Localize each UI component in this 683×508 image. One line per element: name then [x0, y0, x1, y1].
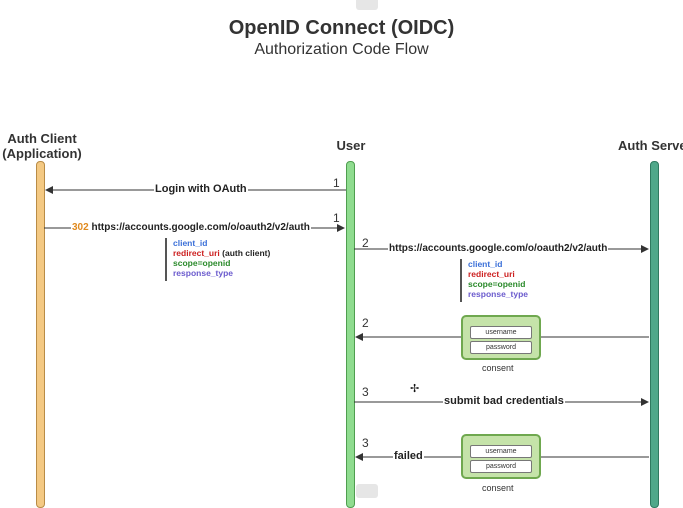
scroll-up-handle[interactable] — [356, 0, 378, 10]
param-client-id: client_id — [173, 238, 208, 248]
step-number-1a: 1 — [333, 176, 340, 190]
label-submit-bad-credentials: submit bad credentials — [443, 395, 565, 407]
status-302: 302 — [72, 222, 89, 233]
redirect-params: client_id redirect_uri (auth client) sco… — [165, 238, 270, 281]
step-number-3b: 3 — [362, 436, 369, 450]
password-field-2: password — [470, 460, 532, 473]
consent-caption-2: consent — [482, 483, 514, 493]
step-number-2b: 2 — [362, 316, 369, 330]
actor-auth-client-name: Auth Client — [7, 131, 77, 146]
actor-auth-client-role: (Application) — [2, 146, 82, 161]
username-field: username — [470, 326, 532, 339]
redirect-url: https://accounts.google.com/o/oauth2/v2/… — [91, 222, 310, 233]
diagram-title: OpenID Connect (OIDC) — [228, 17, 455, 39]
param-response-type: response_type — [173, 268, 233, 278]
param2-scope: scope=openid — [468, 279, 526, 289]
param2-response-type: response_type — [468, 289, 528, 299]
param2-redirect-uri: redirect_uri — [468, 269, 515, 279]
scroll-down-handle[interactable] — [356, 484, 378, 498]
step-number-2a: 2 — [362, 236, 369, 250]
login-form-consent-2: username password — [461, 434, 541, 479]
username-field-2: username — [470, 445, 532, 458]
login-form-consent: username password — [461, 315, 541, 360]
consent-caption: consent — [482, 363, 514, 373]
actor-auth-server: Auth Server — [618, 138, 683, 153]
param-redirect-uri-row: redirect_uri (auth client) — [173, 248, 270, 258]
cursor-move-icon: ✢ — [410, 383, 420, 395]
actor-auth-client: Auth Client (Application) — [0, 131, 84, 161]
auth-request-params: client_id redirect_uri scope=openid resp… — [460, 259, 528, 302]
actor-user: User — [336, 138, 366, 153]
password-field: password — [470, 341, 532, 354]
label-failed: failed — [393, 450, 424, 462]
label-login-with-oauth: Login with OAuth — [154, 183, 248, 195]
redirect-url-label: 302 https://accounts.google.com/o/oauth2… — [71, 222, 311, 233]
param-redirect-uri: redirect_uri — [173, 248, 220, 258]
auth-request-url: https://accounts.google.com/o/oauth2/v2/… — [388, 243, 609, 254]
param-scope: scope=openid — [173, 258, 231, 268]
diagram-subtitle: Authorization Code Flow — [254, 41, 429, 58]
param2-client-id: client_id — [468, 259, 503, 269]
param-redirect-note: (auth client) — [222, 248, 271, 258]
step-number-1b: 1 — [333, 211, 340, 225]
step-number-3a: 3 — [362, 385, 369, 399]
